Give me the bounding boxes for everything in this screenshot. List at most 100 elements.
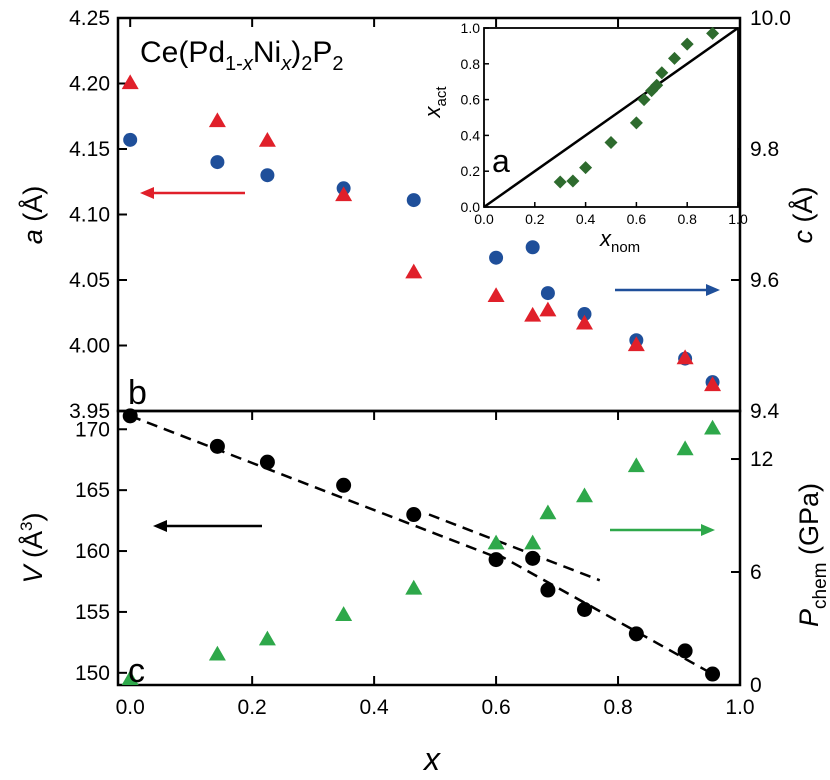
v-axis-label: 170 bbox=[75, 418, 110, 441]
x-axis-title: x bbox=[422, 741, 441, 777]
point-volume bbox=[577, 601, 592, 617]
x-tick-label: 0.4 bbox=[360, 696, 390, 719]
point-pchem bbox=[487, 534, 505, 550]
right-axis-title-pchem: Pchem (GPa) bbox=[794, 483, 830, 627]
point-a-lattice bbox=[577, 307, 592, 322]
point-a-lattice bbox=[406, 193, 421, 208]
a-axis-label: 4.10 bbox=[69, 204, 110, 227]
left-axis-title-a: a (Å) bbox=[17, 186, 48, 245]
inset-y-tick-label: 0.6 bbox=[461, 92, 481, 108]
panel-letter-b: b bbox=[128, 374, 147, 412]
data-marks bbox=[121, 74, 722, 685]
inset-x-tick-label: 0.8 bbox=[677, 211, 697, 227]
inset-letter-a: a bbox=[492, 143, 510, 179]
x-tick-label: 0.8 bbox=[603, 696, 632, 719]
inset-x-tick-label: 0.4 bbox=[576, 211, 596, 227]
pchem-axis-label: 6 bbox=[750, 561, 762, 584]
v-axis-label: 165 bbox=[75, 479, 110, 502]
point-c-lattice bbox=[121, 74, 139, 90]
v-axis-label: 150 bbox=[75, 662, 110, 685]
point-c-lattice bbox=[576, 314, 593, 330]
a-axis-label: 3.95 bbox=[69, 400, 110, 423]
point-volume bbox=[336, 477, 352, 493]
point-pchem bbox=[405, 579, 423, 595]
fit-line bbox=[495, 552, 714, 676]
x-tick-label: 0.0 bbox=[116, 696, 145, 719]
a-axis-label: 4.20 bbox=[69, 73, 110, 96]
fit-line bbox=[428, 513, 601, 582]
inset-y-tick-label: 1.0 bbox=[461, 20, 481, 36]
c-axis-label: 10.0 bbox=[750, 7, 791, 30]
point-pchem bbox=[208, 645, 226, 661]
point-pchem bbox=[258, 630, 276, 646]
point-volume bbox=[525, 550, 541, 566]
point-c-lattice bbox=[539, 301, 557, 317]
x-tick-label: 0.2 bbox=[238, 696, 267, 719]
panel-c-frame bbox=[116, 409, 742, 687]
inset-y-tick-label: 0.4 bbox=[461, 127, 481, 143]
point-volume bbox=[488, 552, 504, 568]
arrow-v-to-left-axis bbox=[153, 520, 262, 532]
point-pchem bbox=[335, 606, 353, 621]
point-a-lattice bbox=[123, 132, 138, 147]
arrow-c-to-right-axis bbox=[615, 284, 720, 296]
point-c-lattice bbox=[704, 376, 722, 392]
inset-point bbox=[604, 136, 618, 150]
inset-y-tick-label: 0.0 bbox=[461, 199, 481, 215]
point-c-lattice bbox=[335, 186, 353, 202]
point-c-lattice bbox=[405, 263, 423, 279]
c-axis-label: 9.6 bbox=[750, 269, 779, 292]
v-axis-label: 155 bbox=[75, 601, 110, 624]
c-axis-label: 9.8 bbox=[750, 138, 779, 161]
point-volume bbox=[540, 582, 556, 598]
pchem-axis-label: 0 bbox=[750, 674, 762, 697]
point-pchem bbox=[524, 534, 542, 550]
inset-point bbox=[553, 175, 567, 189]
inset-point bbox=[680, 37, 694, 51]
inset-x-tick-label: 1.0 bbox=[728, 211, 748, 227]
point-c-lattice bbox=[524, 306, 542, 322]
a-axis-label: 4.00 bbox=[69, 335, 110, 358]
tick-labels: 3.954.004.054.104.154.204.259.49.69.810.… bbox=[69, 7, 791, 719]
point-a-lattice bbox=[540, 286, 555, 301]
point-a-lattice bbox=[210, 155, 225, 170]
point-a-lattice bbox=[489, 250, 504, 265]
inset-y-tick-label: 0.2 bbox=[461, 163, 481, 179]
arrow-p-to-right-axis bbox=[610, 524, 715, 536]
inset-point bbox=[637, 93, 651, 107]
x-tick-label: 0.6 bbox=[481, 696, 510, 719]
point-c-lattice bbox=[208, 112, 226, 128]
inset-point bbox=[650, 78, 664, 92]
point-volume bbox=[406, 507, 422, 523]
inset-point bbox=[706, 26, 720, 40]
point-volume bbox=[209, 438, 225, 454]
inset-y-tick-label: 0.8 bbox=[461, 56, 481, 72]
inset-y-axis-title: xact bbox=[420, 86, 450, 119]
point-volume bbox=[628, 626, 644, 642]
x-tick-label: 1.0 bbox=[725, 696, 754, 719]
point-c-lattice bbox=[676, 349, 694, 365]
point-a-lattice bbox=[260, 168, 275, 183]
point-volume bbox=[705, 666, 721, 682]
point-pchem bbox=[539, 504, 557, 520]
pchem-axis-label: 12 bbox=[750, 448, 773, 471]
v-axis-label: 160 bbox=[75, 540, 110, 563]
panel-letter-c: c bbox=[128, 652, 145, 690]
c-axis-label: 9.4 bbox=[750, 400, 780, 423]
inset-reference-line bbox=[483, 26, 739, 209]
inset-point bbox=[566, 174, 580, 188]
inset-x-tick-label: 0.2 bbox=[525, 211, 545, 227]
inset-x-axis-title: xnom bbox=[599, 226, 640, 256]
point-pchem bbox=[121, 670, 139, 685]
inset-x-tick-label: 0.6 bbox=[627, 211, 647, 227]
point-c-lattice bbox=[627, 336, 645, 352]
fit-lines bbox=[129, 414, 714, 676]
compound-formula: Ce(Pd1-xNix)2P2 bbox=[140, 36, 343, 75]
a-axis-label: 4.25 bbox=[69, 7, 110, 30]
point-a-lattice bbox=[525, 240, 540, 255]
left-axis-title-v: V (Å3) bbox=[17, 513, 48, 584]
point-pchem bbox=[576, 487, 593, 503]
point-pchem bbox=[627, 457, 645, 473]
inset-point bbox=[629, 116, 643, 130]
